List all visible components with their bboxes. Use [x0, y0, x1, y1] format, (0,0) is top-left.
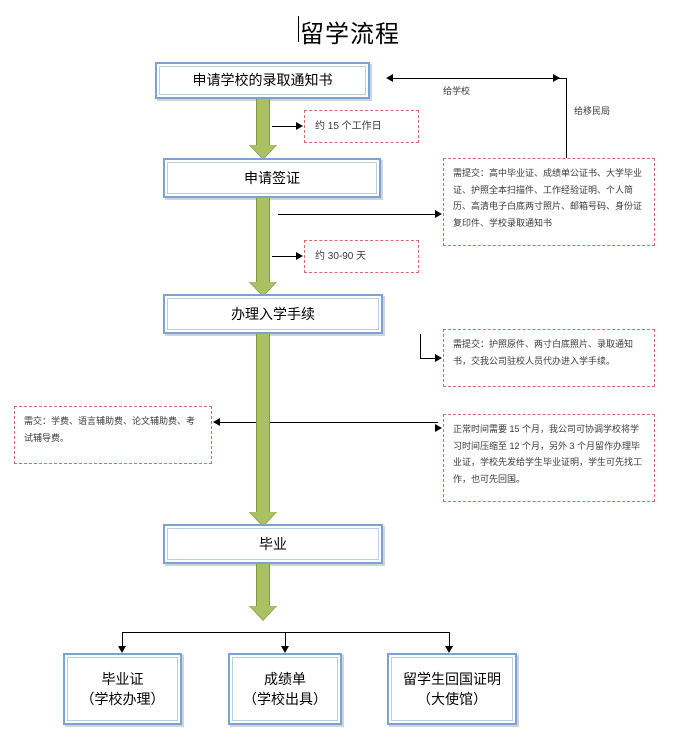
step-graduate-box[interactable]: 毕业 [163, 524, 383, 564]
note-fees: 需交：学费、语言辅助费、论文辅助费、考试辅导费。 [14, 406, 212, 464]
outcome-diploma-line2: （学校办理） [80, 691, 165, 707]
connector-arrowhead-right-to-immigration [553, 74, 560, 82]
note-visa-documents-label: 需提交：高中毕业证、成绩单公证书、大学毕业证、护照全本扫描件、工作经验证明、个人… [453, 168, 643, 228]
connector-arrowhead-outcome-transcript [281, 646, 289, 653]
flow-arrow-visa-to-enrollment [248, 198, 278, 298]
note-15-working-days-label: 约 15 个工作日 [315, 120, 382, 132]
label-to-school: 给学校 [443, 86, 471, 96]
connector-arrowhead-study-duration [435, 424, 442, 432]
note-30-90-days-label: 约 30-90 天 [315, 250, 367, 262]
step-graduate-label: 毕业 [167, 528, 379, 560]
connector-arrowhead-visa-documents [435, 210, 442, 218]
flow-arrow-offer-to-visa [248, 99, 278, 161]
note-visa-documents: 需提交：高中毕业证、成绩单公证书、大学毕业证、护照全本扫描件、工作经验证明、个人… [443, 158, 655, 246]
note-fees-label: 需交：学费、语言辅助费、论文辅助费、考试辅导费。 [24, 416, 196, 443]
connector-offer-to-immigration-horizontal [388, 78, 566, 79]
note-enrollment-documents: 需提交：护照原件、两寸白底照片、录取通知书，交我公司驻校人员代办进入学手续。 [443, 329, 655, 387]
note-enrollment-documents-label: 需提交：护照原件、两寸白底照片、录取通知书，交我公司驻校人员代办进入学手续。 [453, 339, 634, 366]
page-title: 留学流程 [300, 21, 400, 48]
connector-arrowhead-enrollment-note [435, 354, 442, 362]
flow-arrow-graduate-to-outcomes [248, 564, 278, 622]
connector-to-30-90-days-note [272, 256, 296, 257]
connector-arrowhead-30-90-days [296, 252, 303, 260]
outcome-diploma-box[interactable]: 毕业证 （学校办理） [63, 653, 182, 725]
connector-arrowhead-outcome-diploma [118, 646, 126, 653]
outcome-diploma-line1: 毕业证 [101, 670, 144, 687]
outcome-transcript-line1: 成绩单 [264, 670, 306, 687]
note-15-working-days: 约 15 个工作日 [304, 110, 419, 143]
step-visa-box[interactable]: 申请签证 [163, 158, 381, 198]
outcome-return-cert-line2: （大使馆） [417, 691, 487, 707]
connector-immigration-vertical [566, 78, 567, 166]
connector-arrowhead-outcome-return-cert [445, 646, 453, 653]
connector-fees-horizontal [220, 422, 438, 423]
connector-to-15-days-note [272, 126, 296, 127]
note-study-duration-label: 正常时间需要 15 个月，我公司可协调学校将学习时间压缩至 12 个月，另外 3… [453, 424, 643, 484]
label-to-immigration: 给移民局 [574, 106, 611, 116]
connector-arrowhead-fees [213, 418, 220, 426]
step-offer-label: 申请学校的录取通知书 [159, 66, 366, 95]
connector-outcome-transcript-drop [285, 632, 286, 648]
outcome-return-cert-box[interactable]: 留学生回国证明 （大使馆） [387, 653, 517, 725]
outcome-transcript-box[interactable]: 成绩单 （学校出具） [228, 653, 342, 725]
connector-outcome-return-cert-drop [449, 632, 450, 648]
connector-visa-to-documents [278, 214, 435, 215]
title-text-cursor [298, 16, 299, 42]
outcome-transcript-line2: （学校出具） [243, 691, 327, 707]
step-offer-box[interactable]: 申请学校的录取通知书 [155, 62, 370, 99]
step-enrollment-label: 办理入学手续 [167, 298, 379, 330]
connector-arrowhead-15-days [296, 122, 303, 130]
connector-arrowhead-left-to-offer [386, 74, 393, 82]
outcome-return-cert-line1: 留学生回国证明 [403, 670, 501, 687]
connector-outcome-diploma-drop [122, 632, 123, 648]
connector-enrollment-note-vertical [420, 334, 421, 358]
step-enrollment-box[interactable]: 办理入学手续 [163, 294, 383, 334]
step-visa-label: 申请签证 [167, 162, 377, 194]
flow-arrow-enrollment-to-graduate [248, 334, 278, 528]
note-study-duration: 正常时间需要 15 个月，我公司可协调学校将学习时间压缩至 12 个月，另外 3… [443, 414, 655, 502]
note-30-90-days: 约 30-90 天 [304, 240, 419, 273]
connector-to-enrollment-note [420, 358, 435, 359]
